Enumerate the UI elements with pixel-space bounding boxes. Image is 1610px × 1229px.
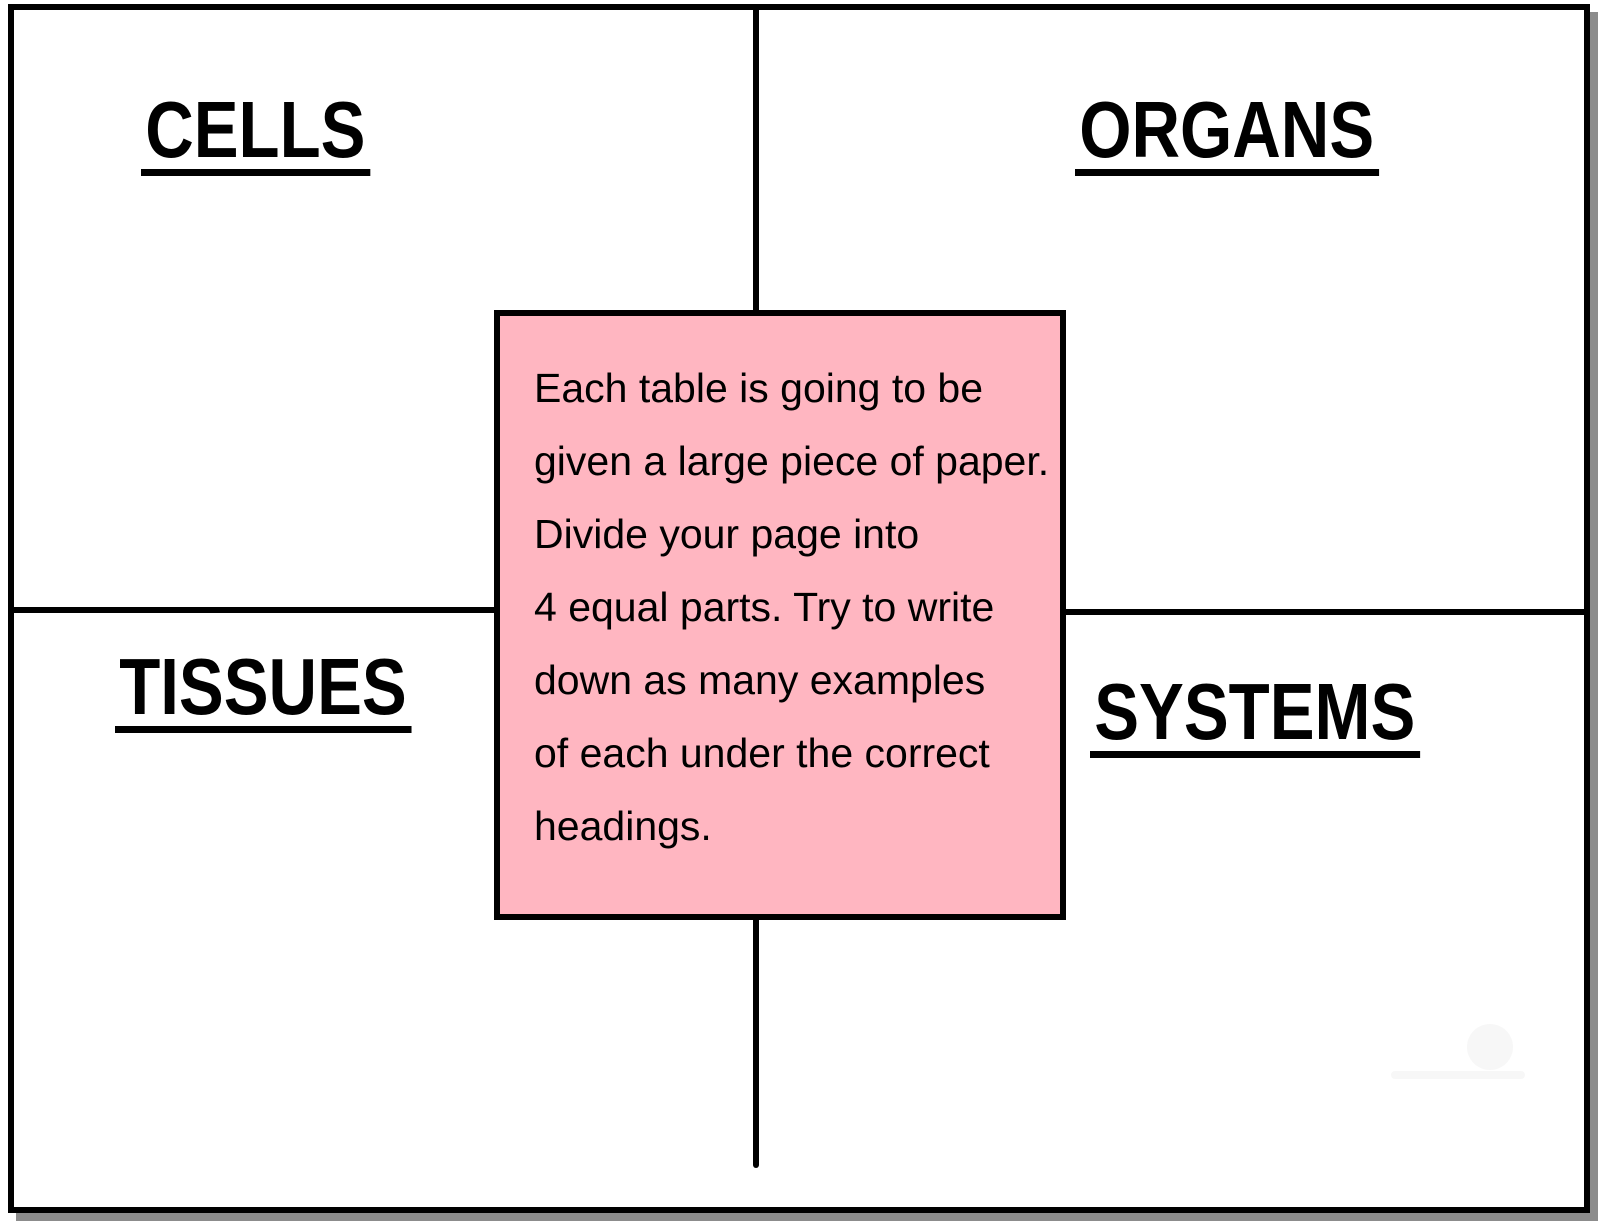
instruction-line: 4 equal parts. Try to write — [534, 584, 995, 630]
right-horizontal-divider — [1062, 609, 1584, 615]
instruction-line: down as many examples — [534, 657, 986, 703]
left-horizontal-divider — [14, 607, 496, 613]
quadrant-heading-organs: ORGANS — [1075, 90, 1380, 176]
quadrant-heading-tissues: TISSUES — [115, 647, 412, 733]
instruction-line: headings. — [534, 803, 712, 849]
faint-watermark-circle — [1467, 1024, 1513, 1070]
quadrant-heading-systems: SYSTEMS — [1090, 672, 1421, 758]
instruction-line: of each under the correct — [534, 730, 990, 776]
instruction-text: Each table is going to be given a large … — [500, 316, 1060, 863]
bottom-vertical-divider — [753, 918, 759, 1168]
top-vertical-divider — [753, 10, 759, 316]
instruction-line: given a large piece of paper. — [534, 438, 1050, 484]
quadrant-heading-cells: CELLS — [141, 90, 371, 176]
instruction-line: Each table is going to be — [534, 365, 984, 411]
instruction-line: Divide your page into — [534, 511, 920, 557]
faint-watermark-line — [1391, 1071, 1525, 1079]
instruction-box: Each table is going to be given a large … — [494, 310, 1066, 920]
